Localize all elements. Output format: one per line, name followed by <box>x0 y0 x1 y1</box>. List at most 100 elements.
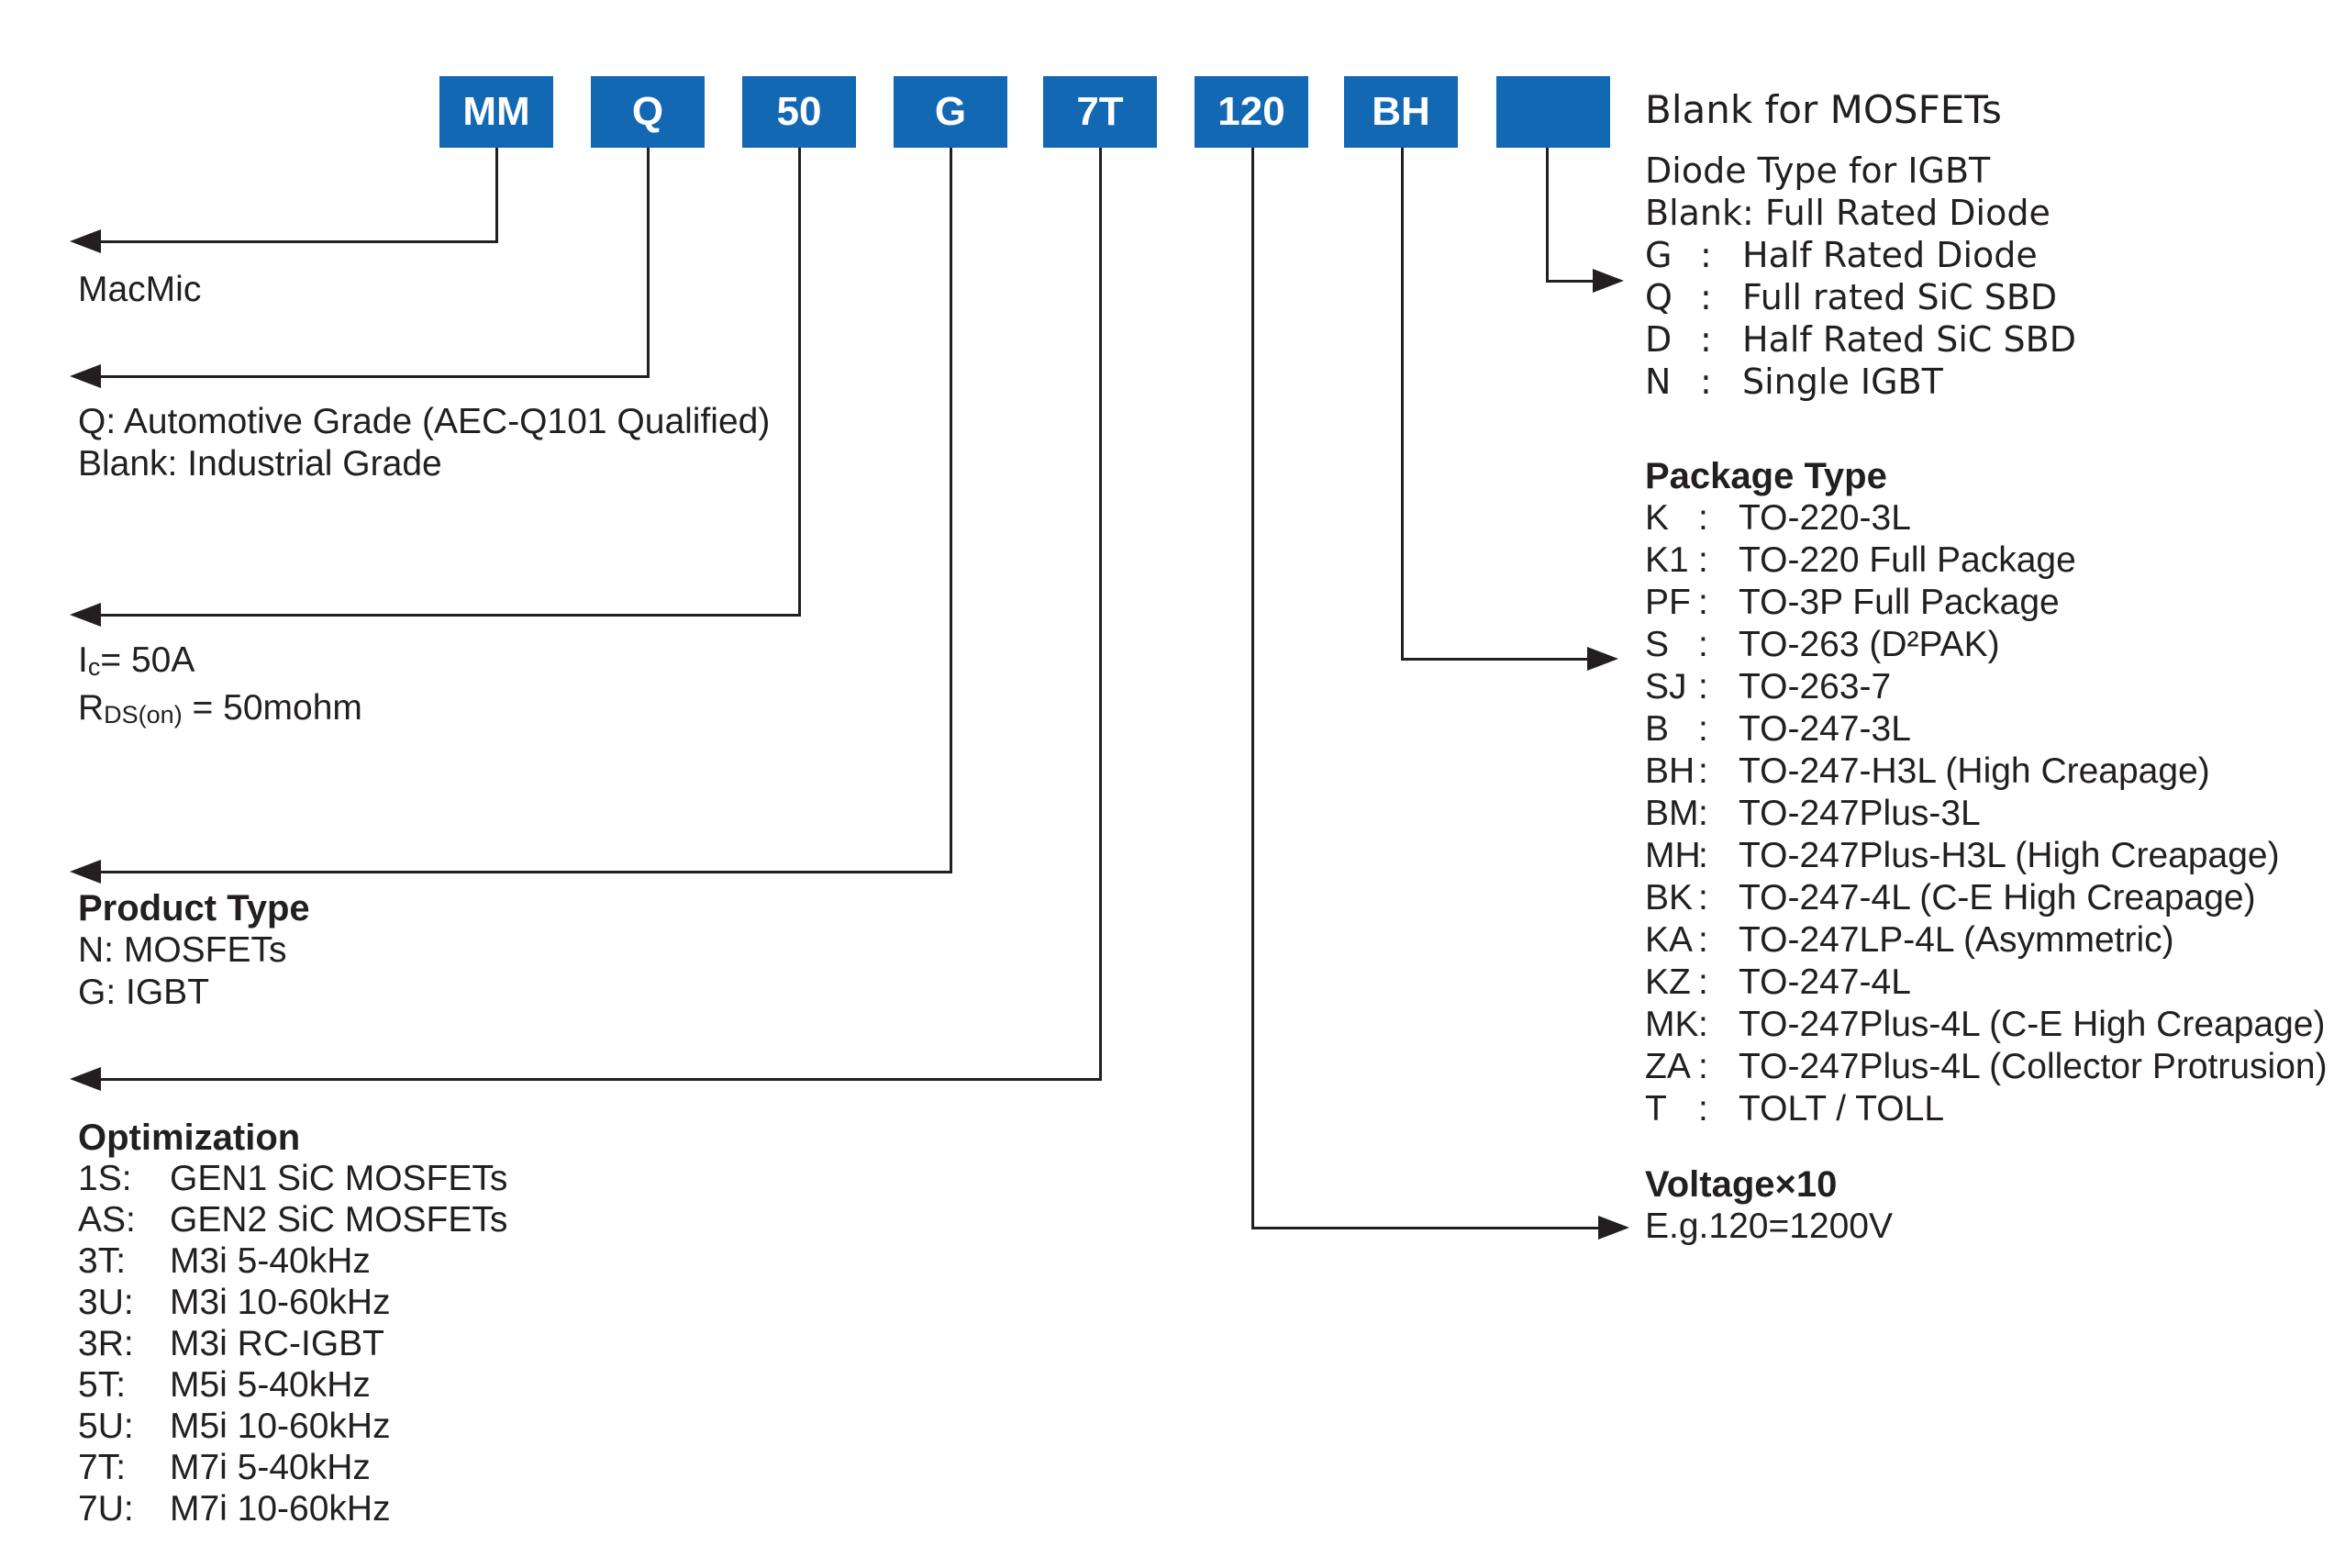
package-value: TO-3P Full Package <box>1739 583 2060 622</box>
package-value: TO-220 Full Package <box>1739 540 2076 580</box>
diode-type-row: N:Single IGBT <box>1645 361 2076 403</box>
package-row: BM:TO-247Plus-3L <box>1645 793 2328 835</box>
voltage-title: Voltage×10 <box>1645 1164 1838 1205</box>
package-type-title: Package Type <box>1645 456 1887 496</box>
diode-type-section: Diode Type for IGBT Blank: Full Rated Di… <box>1645 150 2076 403</box>
rating-ic-line: Ic= 50A <box>78 639 194 688</box>
package-key: BK <box>1645 878 1694 917</box>
product-type-title: Product Type <box>78 888 310 929</box>
optimization-key: 3R: <box>78 1324 134 1363</box>
package-value: TO-263-7 <box>1739 667 1892 706</box>
package-key: B <box>1645 709 1670 749</box>
diode-type-value: Half Rated SiC SBD <box>1742 319 2076 360</box>
package-type-section: Package Type K:TO-220-3L K1: TO-220 Full … <box>1645 455 2328 1130</box>
colon-separator: : <box>1698 751 1708 791</box>
package-value: TO-247Plus-H3L (High Creapage) <box>1739 836 2280 875</box>
optimization-value: GEN1 SiC MOSFETs <box>170 1159 508 1198</box>
optimization-row: 3U: M3i 10-60kHz <box>78 1282 507 1323</box>
product-type-section: N: MOSFETs G: IGBT <box>78 929 287 1014</box>
package-key: ZA <box>1645 1047 1691 1086</box>
package-value: TO-247-3L <box>1739 709 1911 749</box>
optimization-row: 7U: M7i 10-60kHz <box>78 1488 507 1529</box>
optimization-value: M5i 10-60kHz <box>170 1407 391 1446</box>
diode-type-title: Diode Type for IGBT <box>1645 150 1991 191</box>
package-value: TO-263 (D²PAK) <box>1739 625 2000 664</box>
diode-type-row: G: Half Rated Diode <box>1645 234 2076 276</box>
optimization-value: M5i 5-40kHz <box>170 1365 371 1405</box>
optimization-row: 3T:M3i 5-40kHz <box>78 1240 507 1282</box>
ic-value: = 50A <box>100 640 195 680</box>
optimization-key: AS: <box>78 1200 136 1240</box>
part-box-grade: Q <box>591 76 705 148</box>
colon-separator: : <box>1698 498 1708 538</box>
rating-rds-line: RDS(on) = 50mohm <box>78 687 362 736</box>
optimization-key: 1S: <box>78 1159 132 1198</box>
colon-separator: : <box>1698 540 1708 580</box>
diode-type-key: N <box>1645 361 1672 402</box>
optimization-row: 1S: GEN1 SiC MOSFETs <box>78 1158 507 1199</box>
package-row: MK:TO-247Plus-4L (C-E High Creapage) <box>1645 1004 2328 1046</box>
optimization-row: 3R:M3i RC-IGBT <box>78 1323 507 1364</box>
optimization-row: 5T:M5i 5-40kHz <box>78 1364 507 1406</box>
diode-type-value: Half Rated Diode <box>1742 235 2038 275</box>
part-box-current: 50 <box>742 76 856 148</box>
package-value: TOLT / TOLL <box>1739 1089 1945 1129</box>
optimization-title: Optimization <box>78 1118 301 1158</box>
grade-section: Q: Automotive Grade (AEC-Q101 Qualified)… <box>78 401 770 485</box>
colon-separator: : <box>1698 709 1708 749</box>
rds-subscript: DS(on) <box>104 701 183 728</box>
colon-separator: : <box>1698 1047 1708 1086</box>
diode-type-row: Q:Full rated SiC SBD <box>1645 276 2076 318</box>
optimization-row: 7T: M7i 5-40kHz <box>78 1447 507 1488</box>
package-key: PF <box>1645 583 1691 622</box>
package-value: TO-247Plus-3L <box>1739 794 1981 833</box>
package-key: BM <box>1645 794 1699 833</box>
colon-separator: : <box>1698 1089 1708 1129</box>
part-box-product: G <box>894 76 1007 148</box>
colon-separator: : <box>1698 625 1708 664</box>
package-key: BH <box>1645 751 1695 791</box>
package-row: KZ: TO-247-4L <box>1645 962 2328 1004</box>
diode-type-value: Full rated SiC SBD <box>1742 277 2058 317</box>
package-key: KZ <box>1645 962 1691 1002</box>
package-row: BK:TO-247-4L (C-E High Creapage) <box>1645 877 2328 919</box>
optimization-key: 3U: <box>78 1283 134 1322</box>
package-row: K:TO-220-3L <box>1645 497 2328 539</box>
package-row: SJ:TO-263-7 <box>1645 666 2328 708</box>
package-row: PF: TO-3P Full Package <box>1645 582 2328 624</box>
optimization-value: M7i 5-40kHz <box>170 1448 371 1487</box>
rds-value: = 50mohm <box>182 688 362 728</box>
part-box-diode-blank <box>1496 76 1610 148</box>
package-row: ZA:TO-247Plus-4L (Collector Protrusion) <box>1645 1046 2328 1088</box>
colon-separator: : <box>1698 962 1708 1002</box>
optimization-value: M3i 10-60kHz <box>170 1283 391 1322</box>
package-key: K1 <box>1645 540 1689 580</box>
package-key: MH <box>1645 836 1701 875</box>
colon-separator: : <box>1698 583 1708 622</box>
package-value: TO-247LP-4L (Asymmetric) <box>1739 920 2174 960</box>
colon-separator: : <box>1698 1005 1708 1044</box>
optimization-list: 1S:GEN1 SiC MOSFETs AS:GEN2 SiC MOSFETs … <box>78 1158 507 1529</box>
optimization-key: 7U: <box>78 1489 134 1529</box>
optimization-key: 7T: <box>78 1448 127 1487</box>
ic-subscript: c <box>87 653 101 681</box>
package-key: S <box>1645 625 1670 664</box>
package-value: TO-247-H3L (High Creapage) <box>1739 751 2210 791</box>
package-row: K1: TO-220 Full Package <box>1645 539 2328 582</box>
optimization-value: M7i 10-60kHz <box>170 1489 391 1529</box>
product-type-line-g: G: IGBT <box>78 973 210 1012</box>
diode-type-key: G <box>1645 235 1673 275</box>
colon-separator: : <box>1698 667 1708 706</box>
optimization-value: GEN2 SiC MOSFETs <box>170 1200 508 1240</box>
package-key: K <box>1645 498 1670 538</box>
optimization-key: 3T: <box>78 1241 127 1281</box>
colon-separator: : <box>1700 235 1712 275</box>
package-value: TO-247Plus-4L (C-E High Creapage) <box>1739 1005 2326 1044</box>
package-row: B: TO-247-3L <box>1645 708 2328 751</box>
part-box-voltage: 120 <box>1195 76 1308 148</box>
rds-symbol: R <box>78 688 105 728</box>
colon-separator: : <box>1698 920 1708 960</box>
optimization-row: AS: GEN2 SiC MOSFETs <box>78 1199 507 1240</box>
package-value: TO-247-4L <box>1739 962 1911 1002</box>
grade-line-q: Q: Automotive Grade (AEC-Q101 Qualified) <box>78 402 771 441</box>
